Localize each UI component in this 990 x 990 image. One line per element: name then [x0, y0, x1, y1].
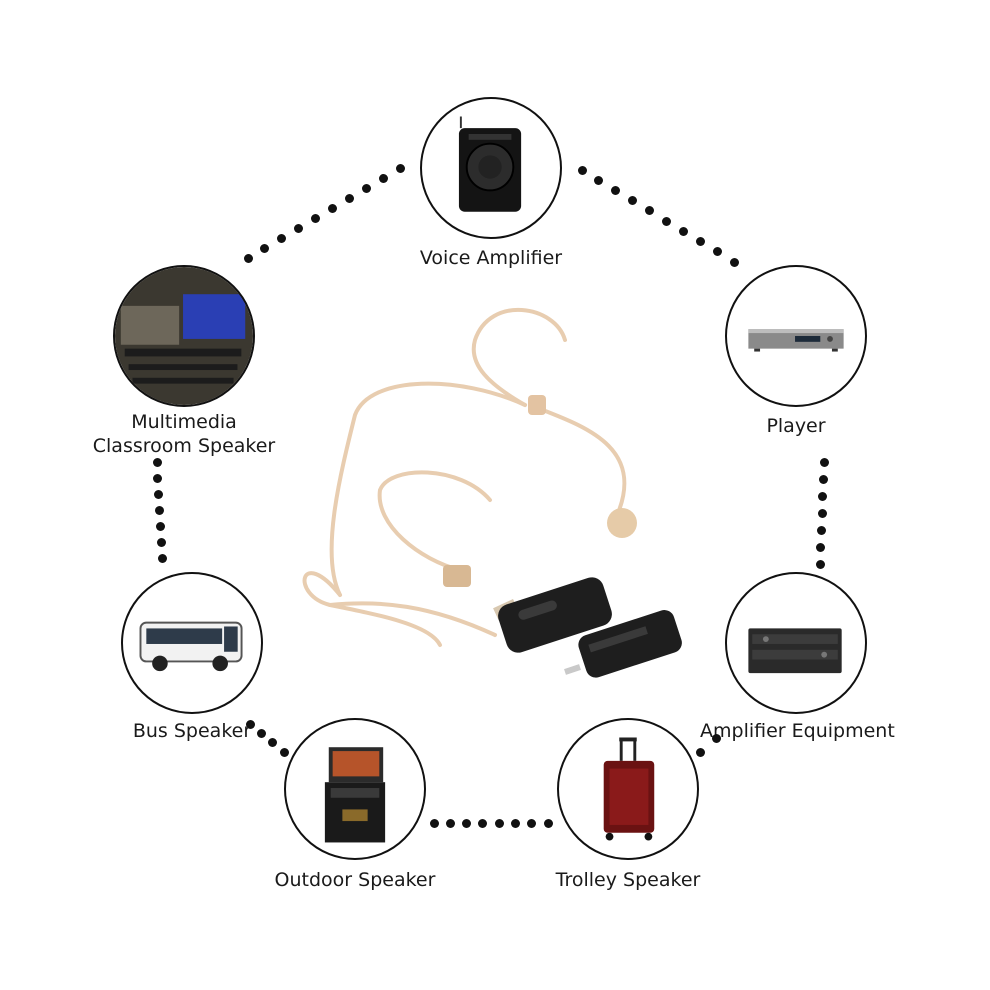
- connector-dot: [478, 818, 488, 828]
- connector-dot: [510, 818, 520, 828]
- outdoor-speaker-icon: [324, 747, 386, 843]
- connector-dot: [628, 196, 638, 206]
- connector-dot: [243, 253, 253, 263]
- player-node: [725, 265, 867, 407]
- connector-dot: [344, 193, 354, 203]
- voice-amplifier-icon: [458, 116, 522, 212]
- connector-dot: [695, 237, 705, 247]
- connector-dot: [661, 216, 671, 226]
- connector-dot: [695, 747, 705, 757]
- outdoor-speaker-label: Outdoor Speaker: [274, 869, 436, 891]
- connector-dot: [729, 257, 739, 267]
- bus-speaker-label: Bus Speaker: [132, 720, 252, 742]
- classroom-icon: [115, 267, 253, 405]
- connector-dot: [361, 183, 371, 193]
- connector-dot: [154, 489, 164, 499]
- connector-dot: [445, 818, 455, 828]
- wireless-headset-microphone-icon: [302, 307, 682, 678]
- outdoor-speaker-node: [284, 718, 426, 860]
- connector-dot: [818, 474, 828, 484]
- connector-dot: [311, 213, 321, 223]
- amplifier-equipment-label: Amplifier Equipment: [700, 720, 895, 742]
- multimedia-label-line-1: Multimedia: [131, 411, 237, 433]
- amplifier-equipment-node: [725, 572, 867, 714]
- connector-dot: [594, 175, 604, 185]
- connector-dot: [153, 473, 163, 483]
- bus-speaker-node: [121, 572, 263, 714]
- amplifier-equipment-icon: [748, 628, 842, 674]
- bus-speaker-icon: [139, 621, 243, 672]
- connector-dot: [152, 457, 162, 467]
- connector-dot: [378, 173, 388, 183]
- player-icon: [748, 329, 844, 352]
- connector-dot: [395, 163, 405, 173]
- connector-dot: [816, 542, 826, 552]
- voice-amplifier-node: [420, 97, 562, 239]
- connector-dot: [279, 747, 289, 757]
- voice-amplifier-label: Voice Amplifier: [419, 247, 563, 269]
- connector-dot: [577, 165, 587, 175]
- connector-dot: [268, 738, 278, 748]
- connector-dot: [256, 728, 266, 738]
- connector-dot: [157, 553, 167, 563]
- connector-dot: [294, 223, 304, 233]
- trolley-speaker-node: [557, 718, 699, 860]
- connector-dot: [819, 457, 829, 467]
- connector-dot: [711, 733, 721, 743]
- connector-dot: [818, 491, 828, 501]
- connector-dot: [429, 818, 439, 828]
- connector-dot: [494, 818, 504, 828]
- multimedia-label-line-2: Classroom Speaker: [92, 435, 276, 457]
- connector-dot: [260, 243, 270, 253]
- connector-dot: [817, 508, 827, 518]
- connector-dot: [155, 505, 164, 515]
- connector-dot: [156, 537, 166, 547]
- connector-dot: [815, 559, 825, 569]
- player-label: Player: [766, 415, 826, 437]
- connector-dot: [678, 226, 688, 236]
- multimedia-classroom-speaker-label: Multimedia Classroom Speaker: [84, 410, 284, 458]
- connector-dot: [543, 818, 553, 828]
- trolley-speaker-label: Trolley Speaker: [555, 869, 701, 891]
- connector-dot: [155, 521, 165, 531]
- connector-dot: [816, 525, 826, 535]
- connector-dot: [245, 719, 255, 729]
- connector-dot: [527, 818, 537, 828]
- connector-dot: [277, 233, 287, 243]
- connector-dot: [611, 185, 621, 195]
- trolley-speaker-icon: [603, 737, 655, 841]
- connector-dot: [327, 203, 337, 213]
- connector-dot: [645, 206, 655, 216]
- connector-dot: [462, 818, 472, 828]
- multimedia-classroom-speaker-node: [113, 265, 255, 407]
- connector-dot: [712, 247, 722, 257]
